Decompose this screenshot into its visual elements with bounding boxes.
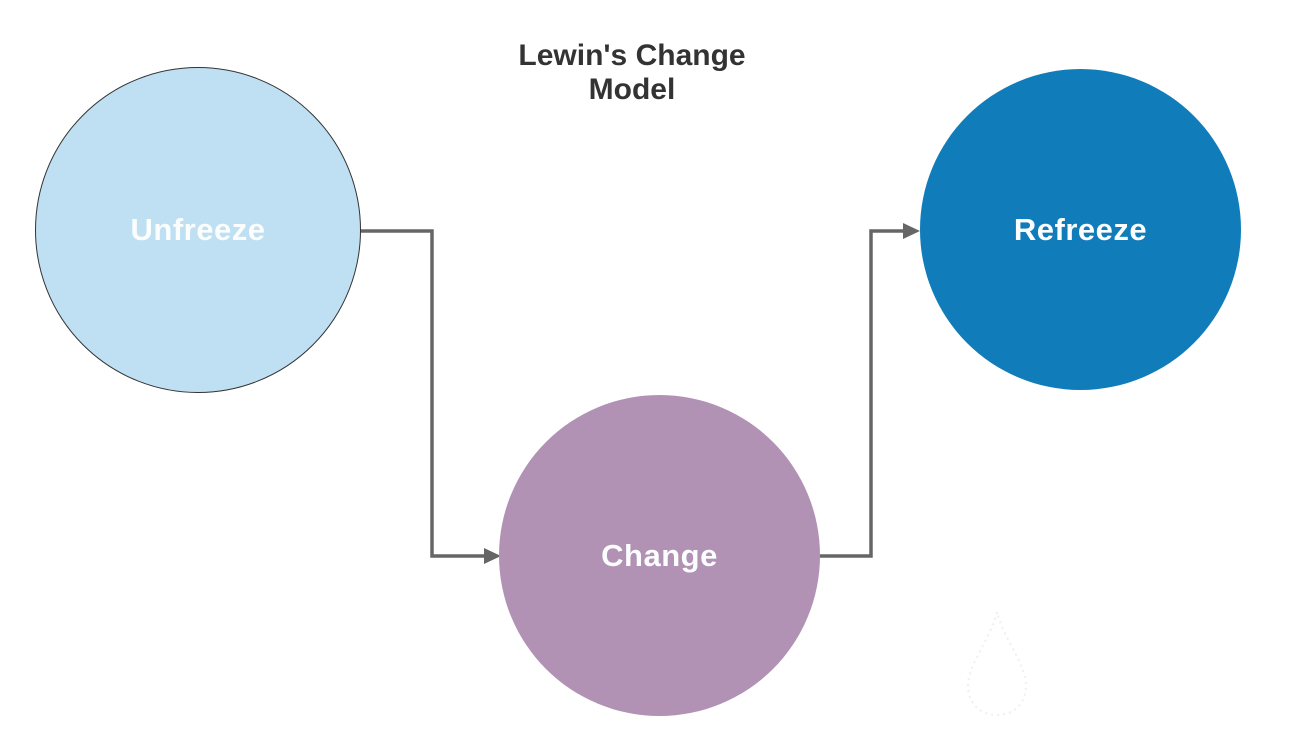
diagram-title-line-2: Model <box>588 73 676 106</box>
connector-unfreeze-to-change <box>361 229 486 558</box>
connector-change-to-refreeze-arrowhead <box>903 223 920 239</box>
connector-change-to-refreeze <box>820 229 905 558</box>
node-refreeze: Refreeze <box>920 69 1241 390</box>
node-change: Change <box>499 395 820 716</box>
diagram-title-line-1: Lewin's Change <box>518 39 746 72</box>
node-refreeze-label: Refreeze <box>1013 211 1148 247</box>
diagram-title: Lewin's Change Model <box>518 39 745 107</box>
watermark-droplet-icon <box>966 611 1028 717</box>
node-unfreeze-label: Unfreeze <box>130 212 266 247</box>
node-change-label: Change <box>601 537 718 573</box>
node-unfreeze: Unfreeze <box>35 67 361 393</box>
